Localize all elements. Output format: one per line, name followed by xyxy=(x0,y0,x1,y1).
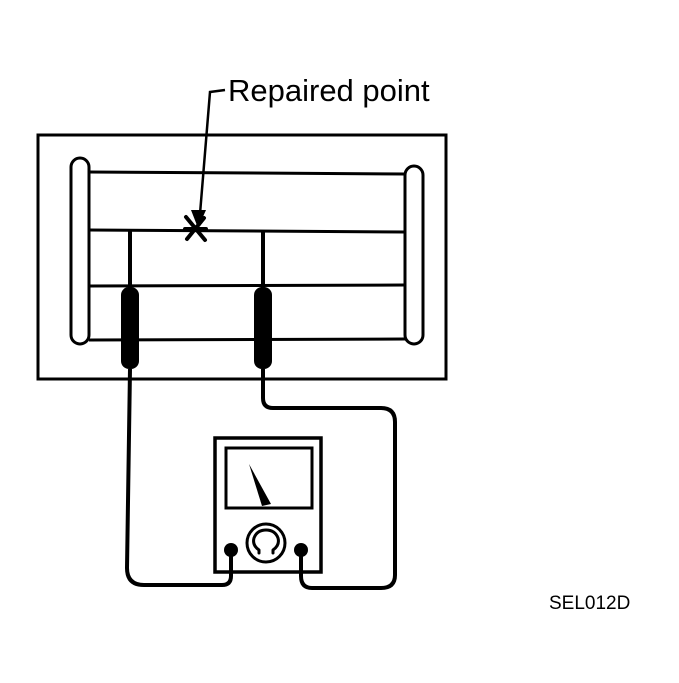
rear-window-panel xyxy=(36,133,448,381)
window-frame xyxy=(36,133,448,381)
heater-line-2 xyxy=(88,228,406,234)
ohmmeter-needle xyxy=(249,464,271,506)
repaired-point-mark xyxy=(183,215,208,242)
right-bus-bar xyxy=(403,164,425,346)
ohmmeter xyxy=(213,436,323,574)
heater-line-3 xyxy=(88,283,406,288)
left-test-lead xyxy=(125,368,233,587)
right-test-lead xyxy=(261,369,397,590)
left-test-probe xyxy=(121,230,139,369)
ohmmeter-display-window xyxy=(224,446,314,510)
heater-line-1 xyxy=(88,170,406,176)
repaired-point-callout: Repaired point xyxy=(183,73,430,242)
left-bus-bar xyxy=(69,156,91,346)
callout-arrowhead xyxy=(191,210,206,228)
right-probe-handle xyxy=(254,287,272,369)
ohmmeter-function-dial xyxy=(245,522,287,564)
right-test-probe xyxy=(254,230,272,369)
callout-label: Repaired point xyxy=(228,73,430,108)
ohmmeter-left-terminal xyxy=(224,543,238,557)
ohmmeter-body xyxy=(213,436,323,574)
figure-code: SEL012D xyxy=(549,593,630,614)
ohm-icon xyxy=(252,528,280,555)
callout-leader-line xyxy=(197,88,226,227)
heater-line-4 xyxy=(88,337,406,342)
left-probe-handle xyxy=(121,287,139,369)
ohmmeter-right-terminal xyxy=(294,543,308,557)
